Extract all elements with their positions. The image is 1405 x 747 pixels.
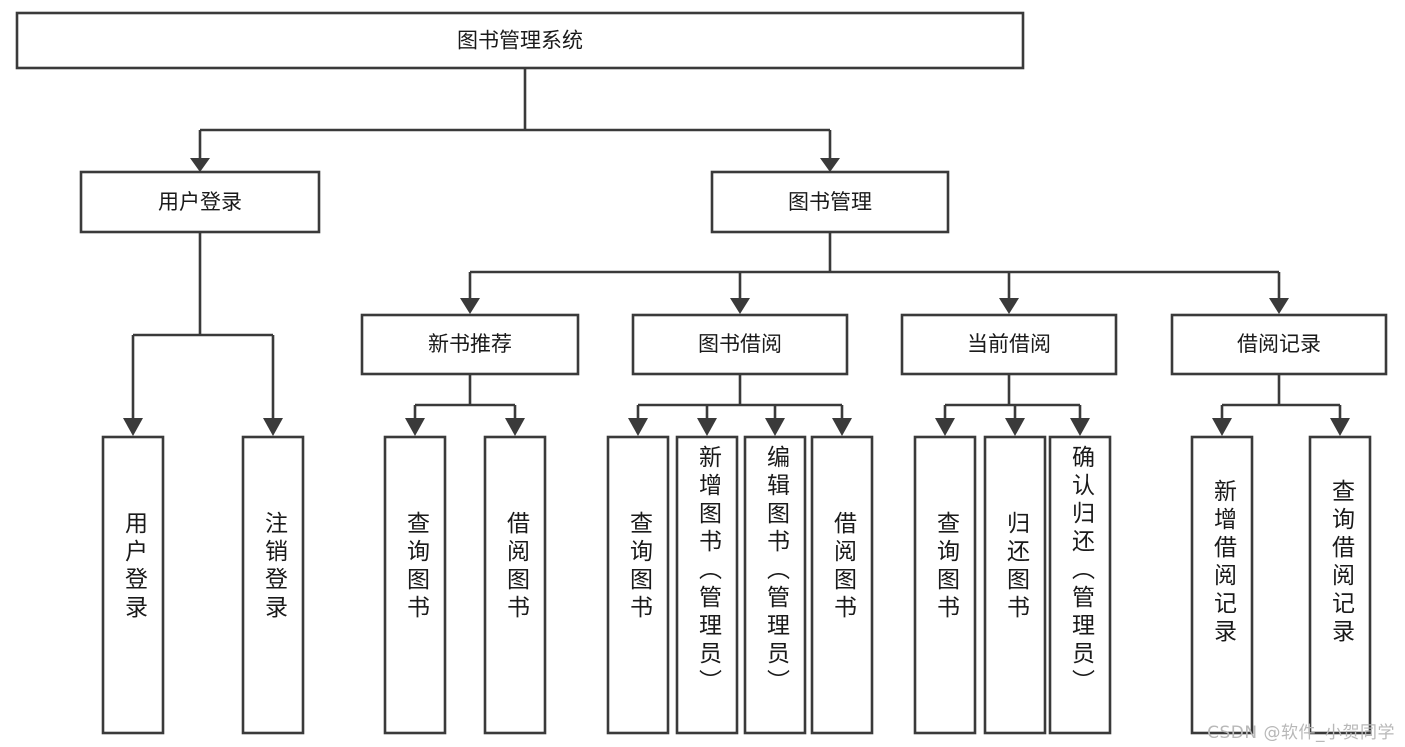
arrow-leaf-new-book-0 <box>405 418 425 436</box>
leaf-box-book-borrow-0[interactable] <box>606 435 670 735</box>
arrow-to-borrow-record <box>1269 298 1289 314</box>
leaf-box-new-book-1[interactable] <box>483 435 547 735</box>
arrow-leaf-current-borrow-1 <box>1005 418 1025 436</box>
connector-user-login-to-leaves <box>131 232 275 420</box>
leaf-box-current-borrow-2[interactable] <box>1048 435 1112 735</box>
connector-book-manage-to-level3 <box>468 232 1281 300</box>
arrow-leaf-book-borrow-2 <box>765 418 785 436</box>
arrow-leaf-borrow-record-0 <box>1212 418 1232 436</box>
leaf-box-borrow-record-1[interactable] <box>1308 435 1372 735</box>
leaf-box-new-book-0[interactable] <box>383 435 447 735</box>
leaf-box-current-borrow-1[interactable] <box>983 435 1047 735</box>
leaf-box-book-borrow-3[interactable] <box>810 435 874 735</box>
arrow-leaf-current-borrow-0 <box>935 418 955 436</box>
node-user-login-label: 用户登录 <box>158 190 242 214</box>
leaf-box-user-login-0[interactable] <box>101 435 165 735</box>
node-user-login-box[interactable] <box>79 170 321 234</box>
connector-borrow-record-to-leaves <box>1220 374 1342 420</box>
leaf-box-book-borrow-2[interactable] <box>743 435 807 735</box>
node-book-borrow-label: 图书借阅 <box>698 332 782 356</box>
arrow-leaf-current-borrow-2 <box>1070 418 1090 436</box>
connector-new-book-recommend-to-leaves <box>413 374 517 420</box>
csdn-watermark: CSDN @软件_小贺同学 <box>1207 723 1395 743</box>
arrow-to-new-book-recommend <box>460 298 480 314</box>
node-root-box[interactable] <box>15 11 1025 70</box>
arrow-leaf-book-borrow-0 <box>628 418 648 436</box>
arrow-to-book-borrow <box>730 298 750 314</box>
connector-book-borrow-to-leaves <box>636 374 844 420</box>
leaf-box-current-borrow-0[interactable] <box>913 435 977 735</box>
arrow-leaf-new-book-1 <box>505 418 525 436</box>
leaf-box-borrow-record-0[interactable] <box>1190 435 1254 735</box>
leaf-box-user-login-1[interactable] <box>241 435 305 735</box>
leaf-box-book-borrow-1[interactable] <box>675 435 739 735</box>
arrow-leaf-borrow-record-1 <box>1330 418 1350 436</box>
node-current-borrow-label: 当前借阅 <box>967 332 1051 356</box>
arrow-leaf-user-login-0 <box>123 418 143 436</box>
arrow-to-book-manage <box>820 158 840 172</box>
connector-root-to-level2 <box>198 68 832 160</box>
node-book-manage-label: 图书管理 <box>788 190 872 214</box>
arrow-leaf-user-login-1 <box>263 418 283 436</box>
node-new-book-recommend-box[interactable] <box>360 313 580 376</box>
arrow-leaf-book-borrow-3 <box>832 418 852 436</box>
arrow-to-user-login <box>190 158 210 172</box>
connector-current-borrow-to-leaves <box>943 374 1082 420</box>
node-current-borrow-box[interactable] <box>900 313 1118 376</box>
arrow-to-current-borrow <box>999 298 1019 314</box>
node-borrow-record-label: 借阅记录 <box>1237 332 1321 356</box>
arrow-leaf-book-borrow-1 <box>697 418 717 436</box>
node-root-label: 图书管理系统 <box>457 29 583 53</box>
node-new-book-recommend-label: 新书推荐 <box>428 332 512 356</box>
